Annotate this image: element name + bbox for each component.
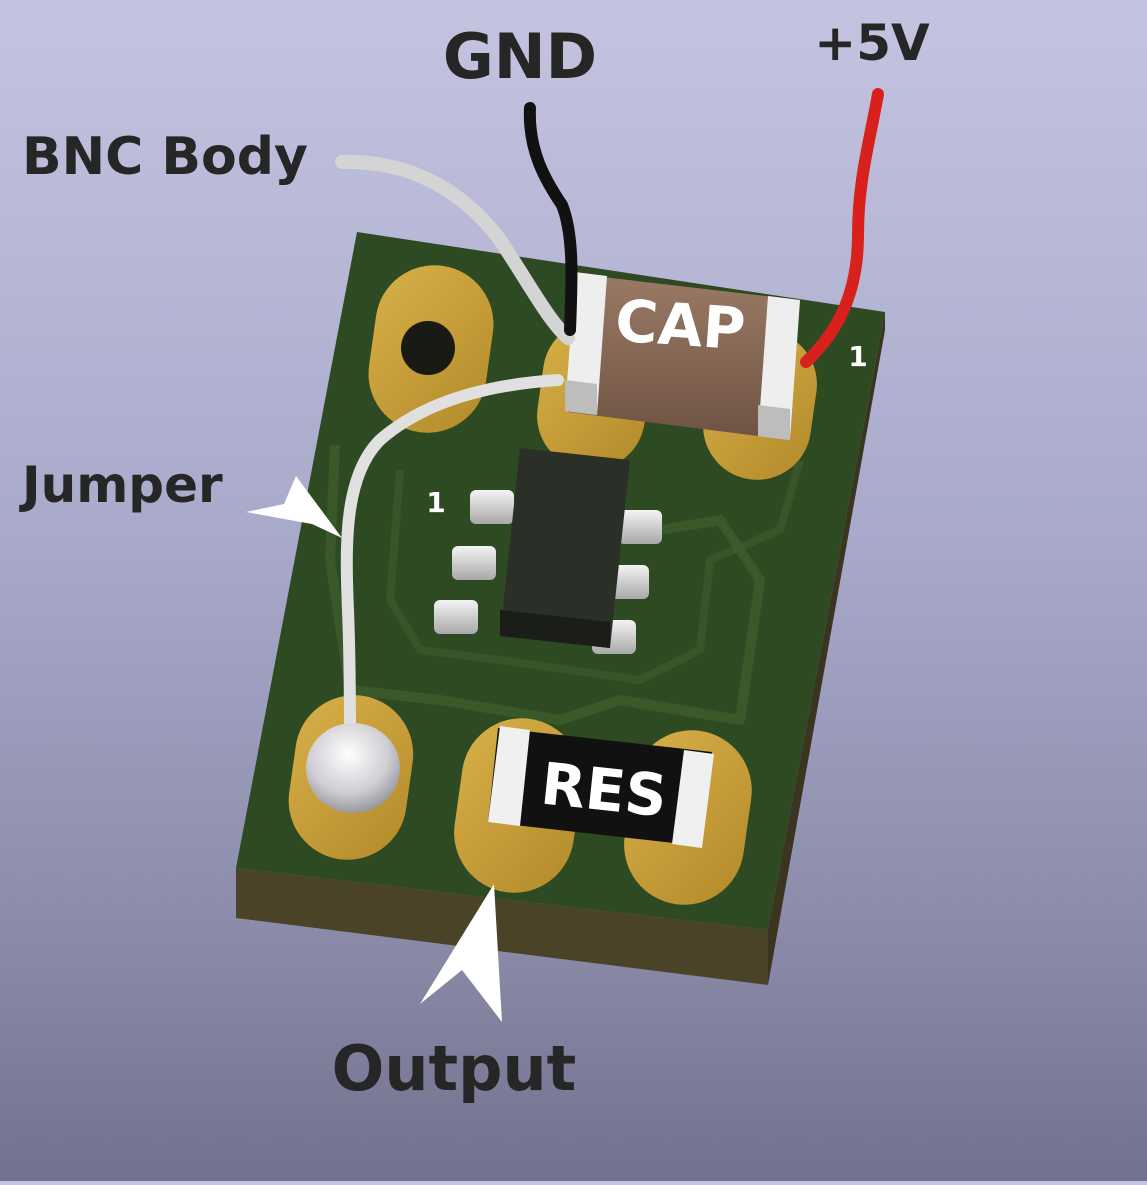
ic-pin <box>434 600 478 634</box>
jumper-label: Jumper <box>19 456 223 514</box>
pcb-board-edge <box>236 868 768 985</box>
ic-pin <box>470 490 514 524</box>
pcb-trace <box>386 458 804 684</box>
plus5v-label: +5V <box>814 14 930 72</box>
solder-joint <box>306 723 400 813</box>
output-label: Output <box>332 1032 577 1105</box>
mount-hole <box>401 321 455 375</box>
resistor-end-left <box>488 726 530 826</box>
ic-chip <box>434 448 662 654</box>
capacitor-end-left-shade <box>565 380 597 415</box>
resistor: RES <box>488 726 714 848</box>
capacitor-end-right-shade <box>758 405 790 440</box>
capacitor-end-right <box>758 296 800 440</box>
ic-body-side <box>500 610 610 648</box>
resistor-end-right <box>672 750 714 848</box>
resistor-body <box>488 728 712 846</box>
gnd-label: GND <box>443 20 597 93</box>
capacitor-body <box>568 275 800 440</box>
bnc-body-wire <box>335 154 575 345</box>
ic-pin <box>452 546 496 580</box>
annotation-arrows <box>246 476 502 1022</box>
capacitor: CAP <box>565 272 800 440</box>
jumper-wire <box>340 374 564 746</box>
pcb-board-right-edge <box>768 312 885 985</box>
wires <box>306 88 884 813</box>
jumper-arrow <box>246 476 342 538</box>
pin1-cap-label: 1 <box>848 340 867 373</box>
gnd-wire <box>523 102 578 336</box>
output-arrow <box>420 884 502 1022</box>
capacitor-label: CAP <box>613 287 747 364</box>
pin1-ic-label: 1 <box>426 486 445 519</box>
plus5v-wire <box>800 88 884 368</box>
resistor-label: RES <box>538 750 670 831</box>
bnc-body-label: BNC Body <box>22 127 308 187</box>
ic-pin <box>618 510 662 544</box>
ic-body <box>500 448 630 648</box>
